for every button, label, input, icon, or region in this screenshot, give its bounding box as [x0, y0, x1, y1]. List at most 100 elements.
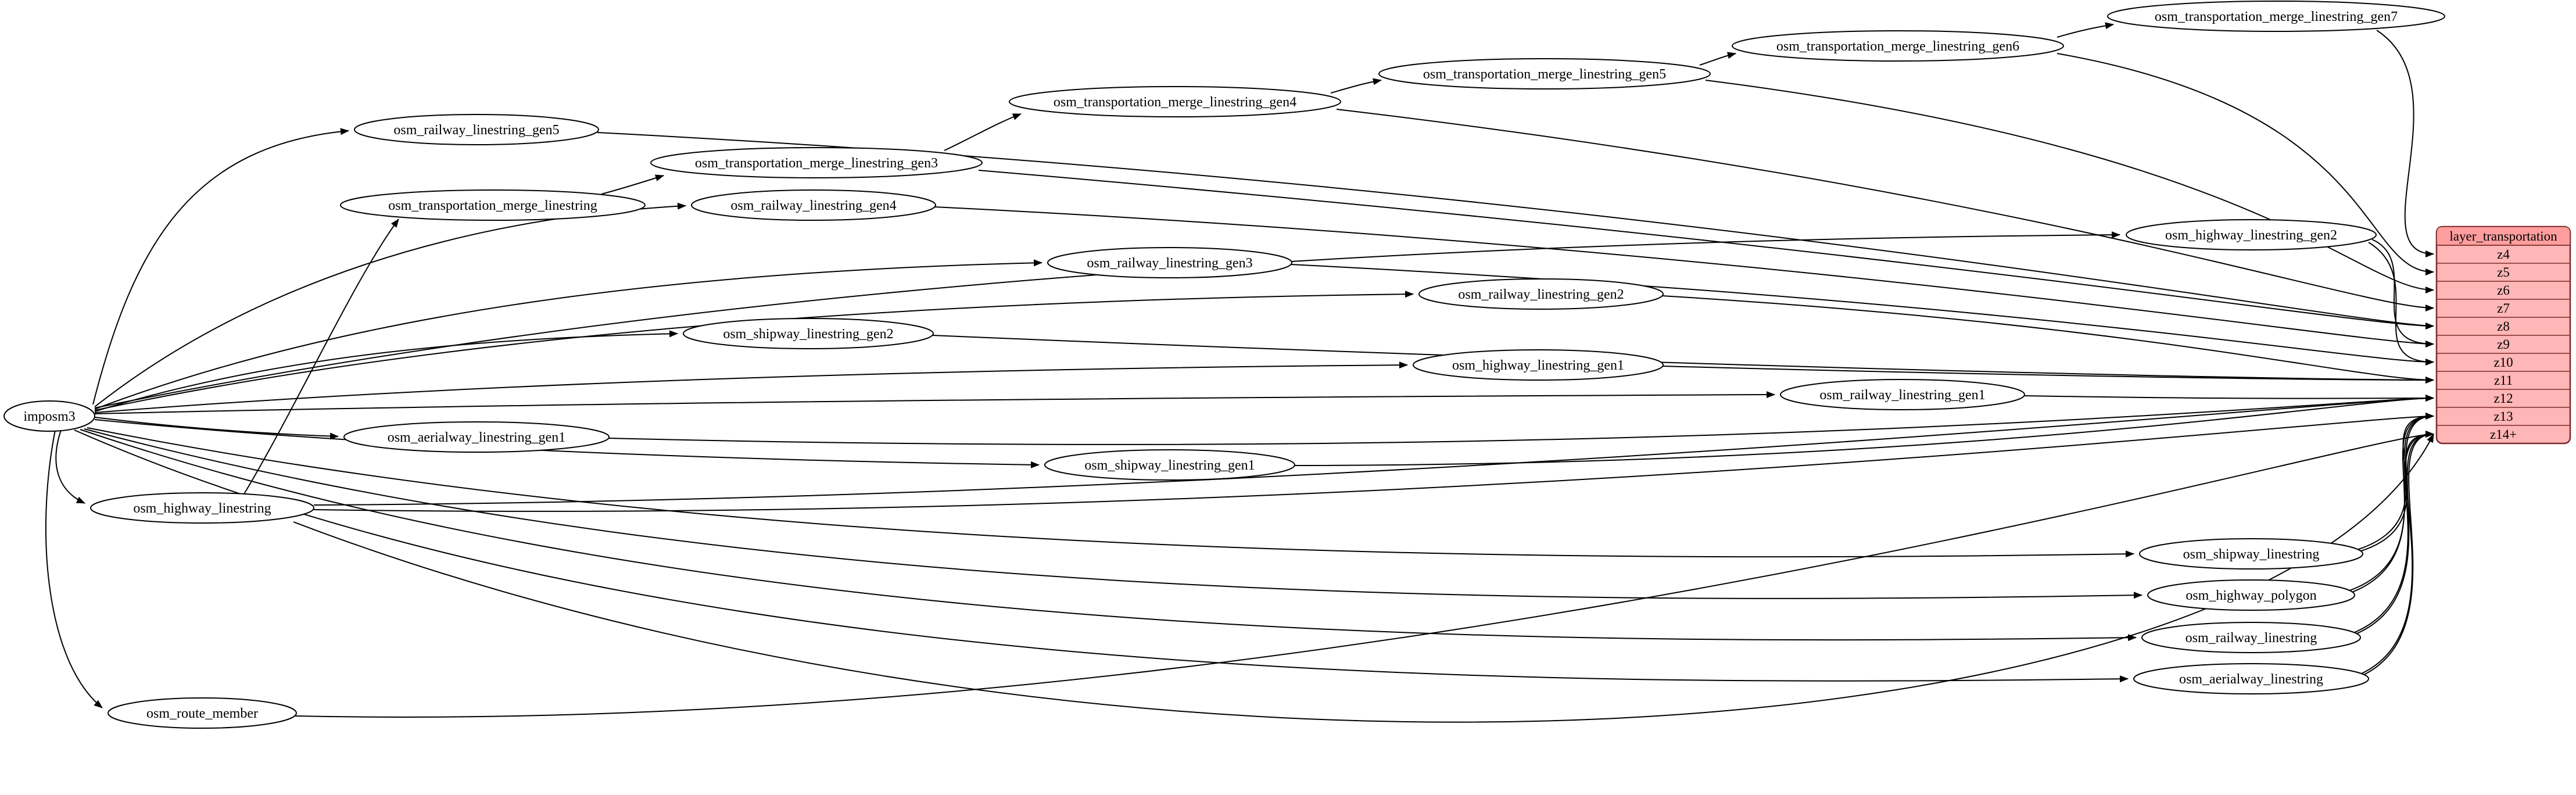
- edge-railway-linestring--z14: [2355, 431, 2434, 635]
- node-label-osm-highway-linestring-gen2: osm_highway_linestring_gen2: [2165, 228, 2337, 243]
- record-row-z8: z8: [2497, 319, 2510, 334]
- node-label-osm-railway-linestring-gen4: osm_railway_linestring_gen4: [730, 198, 896, 213]
- edge-railway-gen4--z9: [934, 206, 2434, 348]
- edge-aerialway-linestring--z13: [2361, 413, 2434, 674]
- node-label-osm-highway-linestring-gen1: osm_highway_linestring_gen1: [1452, 358, 1624, 373]
- node-label-merge-gen5: osm_transportation_merge_linestring_gen5: [1423, 67, 1666, 82]
- edge-merge-gen4--z7: [1336, 109, 2434, 311]
- edge-aerialway-gen1--z12: [607, 395, 2434, 445]
- node-osm-railway-linestring-gen2: osm_railway_linestring_gen2: [1418, 278, 1664, 310]
- edge-imposm3--osm-railway-linestring-gen4: [94, 202, 686, 407]
- node-label-osm-highway-polygon: osm_highway_polygon: [2186, 588, 2316, 603]
- edge-railway-gen1--z12: [2023, 395, 2434, 402]
- edge-merge-gen7--z4: [2376, 30, 2434, 257]
- node-osm-railway-linestring-gen5: osm_railway_linestring_gen5: [354, 114, 599, 145]
- record-row-z14: z14+: [2490, 427, 2517, 442]
- edge-shipway-gen2--z11: [931, 335, 2434, 384]
- record-row-z12: z12: [2493, 391, 2513, 406]
- edge-highway-linestring--z14: [293, 434, 2434, 723]
- node-label-osm-shipway-linestring-gen1: osm_shipway_linestring_gen1: [1084, 458, 1255, 473]
- node-label-osm-aerialway-linestring-gen1: osm_aerialway_linestring_gen1: [388, 430, 566, 445]
- node-label-merge: osm_transportation_merge_linestring: [388, 198, 597, 213]
- edge-imposm3--osm-highway-polygon: [84, 428, 2143, 599]
- record-title: layer_transportation: [2449, 229, 2557, 243]
- node-label-imposm3: imposm3: [23, 409, 75, 424]
- edge-highway-polygon--z14: [2350, 431, 2434, 593]
- node-osm-shipway-linestring-gen2: osm_shipway_linestring_gen2: [683, 318, 934, 349]
- node-label-osm-highway-linestring: osm_highway_linestring: [133, 501, 271, 516]
- node-osm-highway-linestring-gen2: osm_highway_linestring_gen2: [2126, 219, 2377, 250]
- node-osm-transportation-merge-linestring-gen7: osm_transportation_merge_linestring_gen7: [2107, 1, 2445, 32]
- edge-shipway-gen1--z12: [1293, 395, 2434, 466]
- edge-merge-gen6--merge-gen7: [2056, 22, 2114, 38]
- node-osm-transportation-merge-linestring-gen6: osm_transportation_merge_linestring_gen6: [1732, 30, 2064, 62]
- nodes-layer: imposm3 osm_railway_linestring_gen5 osm_…: [3, 1, 2445, 729]
- record-row-z5: z5: [2497, 265, 2510, 280]
- node-osm-route-member: osm_route_member: [108, 697, 297, 729]
- edge-highway-linestring--z13: [313, 413, 2434, 512]
- record-row-z9: z9: [2497, 337, 2510, 352]
- record-row-z13: z13: [2493, 409, 2513, 424]
- node-label-merge-gen6: osm_transportation_merge_linestring_gen6: [1776, 39, 2019, 54]
- edge-merge-gen3--merge-gen4: [944, 113, 1022, 151]
- edge-imposm3--osm-shipway-linestring-gen1: [94, 419, 1040, 468]
- edge-merge-gen4--merge-gen5: [1330, 78, 1382, 94]
- edge-imposm3--osm-shipway-linestring-gen2: [94, 330, 678, 412]
- edge-imposm3--osm-highway-linestring: [55, 429, 85, 504]
- edge-imposm3--osm-railway-linestring-gen5: [92, 128, 349, 405]
- node-osm-shipway-linestring-gen1: osm_shipway_linestring_gen1: [1044, 449, 1295, 481]
- edge-highway-polygon--z13: [2348, 413, 2434, 592]
- node-osm-railway-linestring: osm_railway_linestring: [2141, 622, 2361, 653]
- edge-highway-gen2--z10: [2368, 242, 2434, 366]
- edge-imposm3--osm-aerialway-linestring: [74, 429, 2129, 683]
- node-imposm3: imposm3: [3, 400, 95, 432]
- edge-imposm3--osm-aerialway-linestring-gen1: [94, 417, 339, 440]
- node-label-osm-railway-linestring: osm_railway_linestring: [2186, 631, 2317, 646]
- node-osm-highway-linestring-gen1: osm_highway_linestring_gen1: [1413, 349, 1664, 381]
- edge-highway-linestring--z12: [313, 395, 2434, 506]
- edge-merge-gen3--z8: [978, 170, 2434, 330]
- record-row-z6: z6: [2497, 283, 2510, 298]
- edge-aerialway-linestring--z14: [2363, 431, 2434, 675]
- edge-railway-linestring--z13: [2353, 413, 2434, 633]
- node-osm-transportation-merge-linestring-gen4: osm_transportation_merge_linestring_gen4: [1009, 86, 1341, 117]
- edge-imposm3--osm-shipway-linestring: [87, 427, 2134, 558]
- edge-railway-gen2--z11: [1661, 295, 2434, 384]
- edge-route-member--z14: [295, 431, 2434, 718]
- node-osm-shipway-linestring: osm_shipway_linestring: [2139, 538, 2363, 570]
- record-row-z11: z11: [2494, 373, 2513, 388]
- node-osm-aerialway-linestring-gen1: osm_aerialway_linestring_gen1: [343, 421, 610, 453]
- layer-transportation-record: layer_transportation z4 z5 z6 z7 z8 z9 z…: [2435, 225, 2571, 445]
- node-label-merge-gen4: osm_transportation_merge_linestring_gen4: [1054, 95, 1296, 110]
- edge-highway-gen1--z11: [1661, 366, 2434, 384]
- node-osm-highway-polygon: osm_highway_polygon: [2147, 579, 2355, 611]
- edge-imposm3--osm-route-member: [45, 429, 103, 708]
- node-label-osm-railway-linestring-gen3: osm_railway_linestring_gen3: [1087, 256, 1252, 271]
- edges-layer: [45, 22, 2434, 723]
- node-label-osm-shipway-linestring-gen2: osm_shipway_linestring_gen2: [723, 327, 893, 342]
- record-header: [2436, 226, 2571, 246]
- node-label-osm-railway-linestring-gen2: osm_railway_linestring_gen2: [1458, 287, 1624, 302]
- node-label-osm-railway-linestring-gen5: osm_railway_linestring_gen5: [393, 123, 559, 138]
- edge-merge-gen6--z5: [2056, 53, 2434, 275]
- node-label-merge-gen3: osm_transportation_merge_linestring_gen3: [695, 156, 938, 171]
- node-osm-railway-linestring-gen4: osm_railway_linestring_gen4: [691, 189, 936, 221]
- record-row-z7: z7: [2497, 301, 2510, 316]
- node-label-osm-shipway-linestring: osm_shipway_linestring: [2183, 547, 2320, 562]
- edge-imposm3--osm-railway-linestring-gen3: [94, 259, 1042, 410]
- node-label-osm-aerialway-linestring: osm_aerialway_linestring: [2179, 672, 2323, 687]
- record-row-z4: z4: [2497, 247, 2510, 262]
- node-osm-transportation-merge-linestring: osm_transportation_merge_linestring: [340, 189, 646, 221]
- edge-imposm3--osm-railway-linestring: [80, 429, 2137, 642]
- node-label-osm-railway-linestring-gen1: osm_railway_linestring_gen1: [1819, 388, 1985, 403]
- node-osm-transportation-merge-linestring-gen5: osm_transportation_merge_linestring_gen5: [1378, 58, 1711, 89]
- edge-railway-gen5--z8: [597, 132, 2434, 330]
- node-osm-aerialway-linestring: osm_aerialway_linestring: [2133, 663, 2369, 694]
- edge-imposm3--osm-highway-linestring-gen1: [94, 361, 1408, 413]
- node-label-merge-gen7: osm_transportation_merge_linestring_gen7: [2155, 9, 2398, 24]
- node-osm-transportation-merge-linestring-gen3: osm_transportation_merge_linestring_gen3: [650, 147, 983, 178]
- node-label-osm-route-member: osm_route_member: [146, 706, 258, 721]
- record-row-z10: z10: [2493, 355, 2513, 370]
- edge-shipway-linestring--z14: [2359, 431, 2434, 552]
